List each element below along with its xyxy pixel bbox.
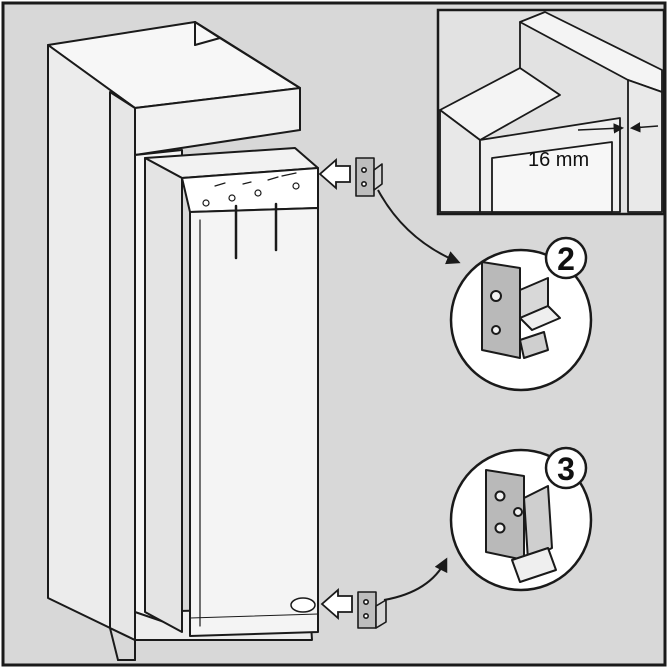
callout-number-3: 3 — [557, 451, 575, 487]
cabinet-right-upper — [194, 21, 301, 131]
fridge-door — [189, 207, 319, 637]
callout-number-2: 2 — [557, 241, 575, 277]
bottom-push-arrow — [320, 588, 353, 620]
dimension-label: 16 mm — [528, 149, 589, 171]
callout-bracket-3: 3 — [449, 446, 593, 592]
detail-inset: 16 mm — [436, 8, 666, 216]
cabinet-front-post — [109, 91, 136, 641]
fridge-left-side — [144, 157, 183, 633]
bottom-bracket-small — [357, 591, 387, 629]
refrigerator — [144, 147, 319, 637]
top-bracket-small — [355, 157, 383, 197]
leader-arrow-2 — [377, 189, 461, 265]
top-push-arrow — [318, 158, 351, 190]
callout-bracket-2: 2 — [449, 236, 593, 392]
bottom-hinge — [290, 597, 316, 613]
leader-arrow-3 — [383, 557, 448, 601]
